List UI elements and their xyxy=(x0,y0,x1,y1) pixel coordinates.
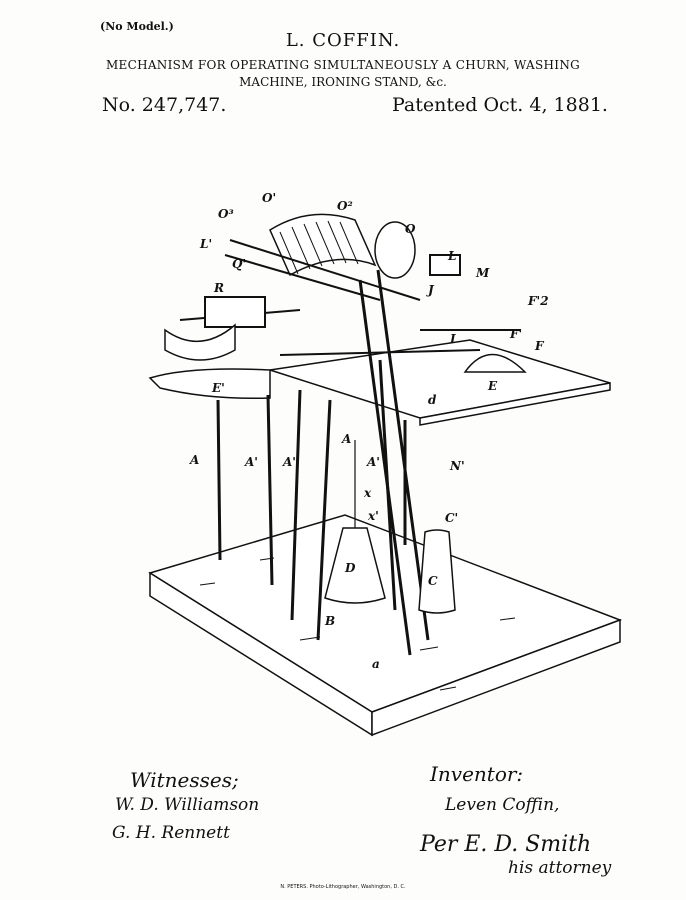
label-a1: A' xyxy=(244,455,258,469)
label-f: F xyxy=(534,339,545,353)
washing-drum xyxy=(269,213,416,279)
legs xyxy=(216,269,430,656)
inventor-signature: Leven Coffin, xyxy=(445,795,560,815)
label-o1: O' xyxy=(262,191,276,205)
label-o2: O² xyxy=(337,199,353,213)
label-o: O xyxy=(405,222,416,236)
patent-date: Patented Oct. 4, 1881. xyxy=(392,94,608,116)
patent-number: No. 247,747. xyxy=(102,94,227,116)
no-model-note: (No Model.) xyxy=(100,20,174,33)
label-x: x xyxy=(363,486,372,500)
churn-cone-c xyxy=(418,529,456,614)
label-b: B xyxy=(324,614,335,628)
witness-signature-1: W. D. Williamson xyxy=(115,795,260,815)
frame xyxy=(179,239,520,356)
patent-title-line-1: MECHANISM FOR OPERATING SIMULTANEOUSLY A… xyxy=(105,58,581,72)
ironing-iron-f xyxy=(463,353,527,373)
printer-credit: N. PETERS. Photo-Lithographer, Washingto… xyxy=(280,884,406,890)
label-o3: O³ xyxy=(218,207,234,221)
table-top xyxy=(148,339,611,426)
label-c1: C' xyxy=(445,511,458,525)
label-a-small: a xyxy=(372,657,380,671)
inventor-heading: L. COFFIN. xyxy=(285,30,401,51)
label-r: R xyxy=(213,281,224,295)
attorney-signature: Per E. D. Smith xyxy=(420,832,592,857)
label-e: E xyxy=(487,379,498,393)
rocker-e1 xyxy=(164,323,236,361)
label-j: J xyxy=(426,283,435,297)
attorney-label: his attorney xyxy=(508,858,612,878)
label-a4: A xyxy=(341,432,351,446)
label-d-small: d xyxy=(428,393,437,407)
base-platform xyxy=(148,514,623,737)
label-i: I xyxy=(449,332,456,346)
witnesses-label: Witnesses; xyxy=(130,768,239,792)
label-q: Q' xyxy=(232,257,246,271)
patent-title-line-2: MACHINE, IRONING STAND, &c. xyxy=(239,75,447,89)
label-l: L xyxy=(447,249,456,263)
label-c: C xyxy=(428,574,438,588)
label-a3: A' xyxy=(366,455,380,469)
label-n1: N' xyxy=(449,459,465,473)
label-a: A xyxy=(189,453,199,467)
label-f2: F'2 xyxy=(527,294,549,308)
label-m: M xyxy=(475,266,490,280)
label-l1: L' xyxy=(199,237,212,251)
label-a2: A' xyxy=(282,455,296,469)
witness-signature-2: G. H. Rennett xyxy=(112,823,230,843)
churn-cone-d xyxy=(324,527,386,604)
label-e1: E' xyxy=(211,381,225,395)
label-f1: F' xyxy=(509,327,522,341)
label-d: D xyxy=(344,561,356,575)
label-x1: x' xyxy=(367,509,379,523)
inventor-label: Inventor: xyxy=(430,762,524,786)
